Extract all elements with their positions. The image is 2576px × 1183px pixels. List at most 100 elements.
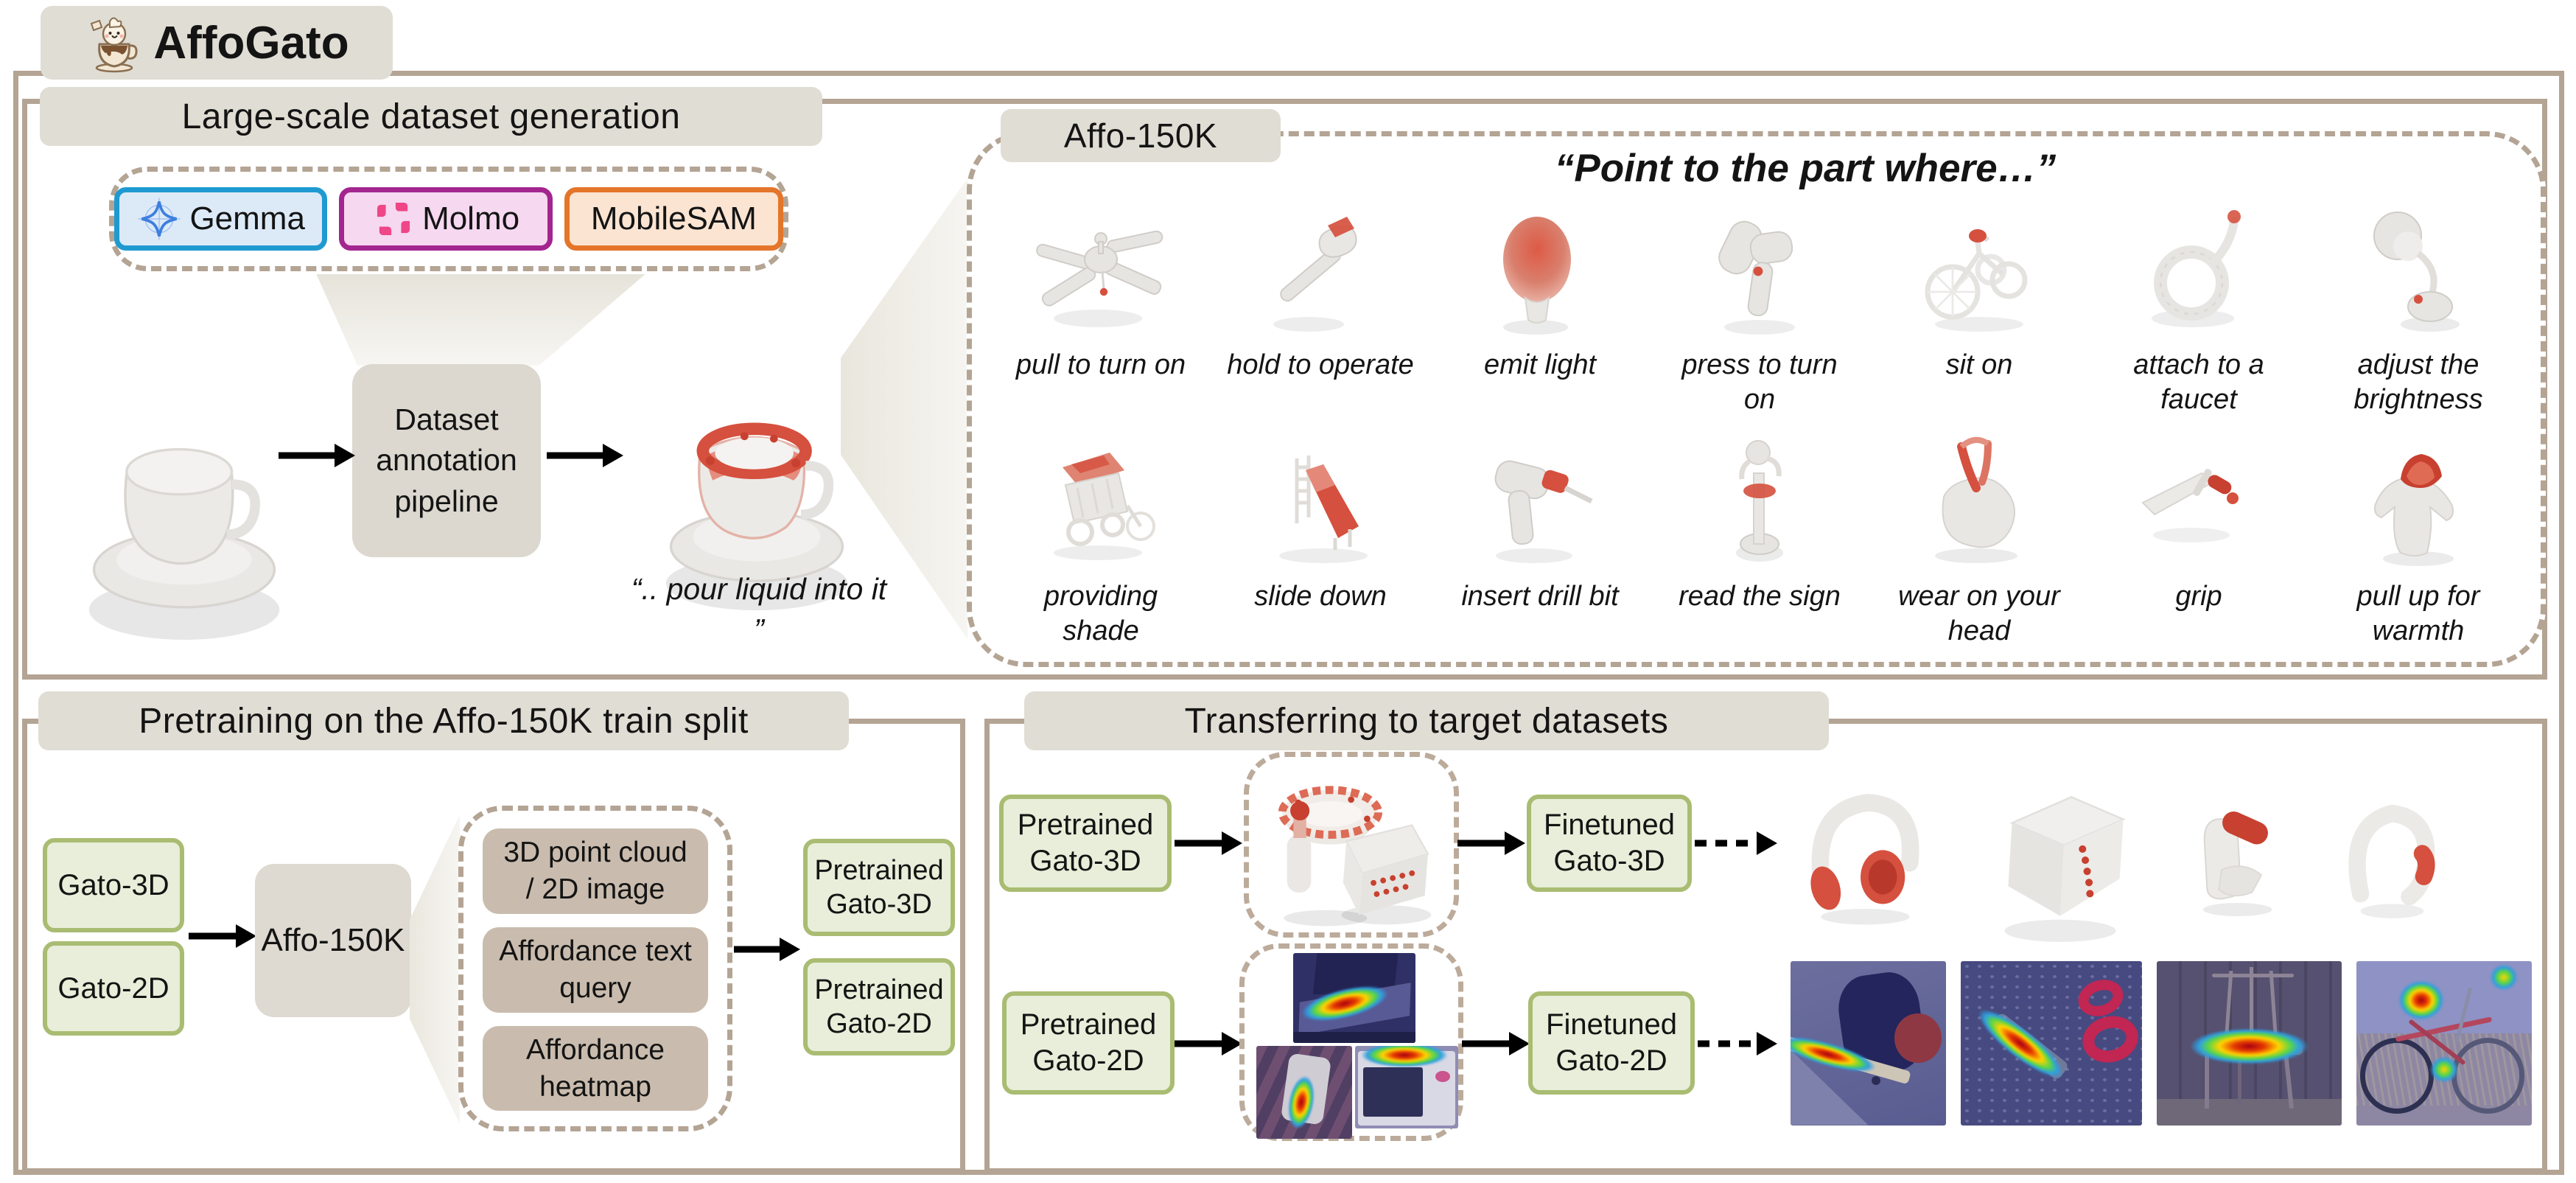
molmo-label: Molmo bbox=[422, 200, 520, 237]
target-3d-sample-box bbox=[1244, 752, 1459, 938]
finetuned-gato3d-box: Finetuned Gato-3D bbox=[1527, 795, 1692, 892]
annotation-pipeline-label: Dataset annotation pipeline bbox=[376, 402, 517, 518]
affordance-caption: sit on bbox=[1945, 349, 2013, 380]
affordance-item: wear on your head bbox=[1869, 429, 2089, 649]
microwave-heatmap-photo bbox=[1355, 1046, 1458, 1128]
gato2d-label: Gato-2D bbox=[57, 971, 169, 1005]
cup-pointcloud bbox=[88, 447, 280, 640]
affordance-item: providing shade bbox=[991, 429, 1211, 649]
arrow-right-icon bbox=[189, 923, 256, 949]
cup-heatmap-photo bbox=[1256, 1046, 1352, 1139]
gato3d-label: Gato-3D bbox=[57, 868, 169, 901]
pretrained-gato3d-box: Pretrained Gato-3D bbox=[803, 839, 955, 936]
target-2d-sample-box bbox=[1239, 943, 1463, 1141]
annotation-models-group: Gemma Molmo MobileSAM bbox=[109, 167, 788, 271]
arrow-right-icon bbox=[1175, 830, 1242, 856]
affordance-item: slide down bbox=[1211, 429, 1430, 649]
dashed-arrow-right-icon bbox=[1695, 830, 1777, 856]
affordance-caption: wear on your head bbox=[1898, 581, 2060, 647]
affordance-caption: attach to a faucet bbox=[2133, 349, 2264, 416]
finetuned-gato2d-box: Finetuned Gato-2D bbox=[1528, 991, 1695, 1095]
finetuned-gato3d-label: Finetuned Gato-3D bbox=[1544, 809, 1675, 877]
sample-field-label: 3D point cloud / 2D image bbox=[503, 837, 687, 905]
heatmap-blob bbox=[1970, 1000, 2071, 1087]
pretrained-gato2d-box: Pretrained Gato-2D bbox=[803, 958, 955, 1055]
affordance-item: hold to operate bbox=[1211, 198, 1430, 417]
sample-field-label: Affordance heatmap bbox=[526, 1033, 665, 1103]
hair-dryer-icon bbox=[1718, 220, 1795, 335]
affordance-item: grip bbox=[2089, 429, 2309, 649]
skateboard-heatmap-photo bbox=[1791, 960, 1946, 1126]
arrow-right-icon bbox=[1457, 830, 1525, 856]
bicycle-heatmap-photo bbox=[2356, 960, 2532, 1126]
mobilesam-label: MobileSAM bbox=[590, 200, 757, 237]
arrow-right-icon bbox=[1462, 1030, 1530, 1057]
laptop-heatmap-photo bbox=[1293, 953, 1415, 1043]
affordance-item: pull to turn on bbox=[991, 198, 1211, 417]
affordance-item: press to turn on bbox=[1650, 198, 1869, 417]
light-bulb-icon bbox=[1503, 217, 1571, 335]
helmet bbox=[1894, 1013, 1942, 1063]
transfer-header-label: Transferring to target datasets bbox=[1184, 701, 1669, 741]
transfer-header: Transferring to target datasets bbox=[1024, 691, 1829, 750]
ceiling-fan-icon bbox=[1036, 230, 1163, 327]
arrow-right-icon bbox=[547, 442, 623, 469]
pretraining-header: Pretraining on the Affo-150K train split bbox=[38, 691, 849, 750]
gato3d-box: Gato-3D bbox=[43, 838, 184, 932]
razor-tool-icon bbox=[1273, 217, 1357, 332]
sword-icon bbox=[2141, 469, 2239, 542]
scissors-handle bbox=[2073, 974, 2129, 1022]
chair-back-rail bbox=[2212, 974, 2294, 978]
heatmap-blob bbox=[2429, 1055, 2459, 1083]
arrow-right-icon bbox=[279, 442, 355, 469]
pretrained-gato3d-label: Pretrained Gato-3D bbox=[814, 854, 944, 920]
playground-slide-icon bbox=[1279, 456, 1368, 563]
affordance-caption: emit light bbox=[1483, 349, 1597, 380]
figure-title: AffoGato bbox=[153, 17, 349, 69]
gadget-pointcloud-icon bbox=[2202, 811, 2272, 916]
affo150k-dataset-label: Affo-150K bbox=[261, 922, 405, 958]
wheel bbox=[1871, 1075, 1880, 1085]
annotated-caption: “.. pour liquid into it ” bbox=[631, 572, 887, 647]
annotated-cup-pointcloud bbox=[665, 422, 848, 611]
transfer-pretrained-gato2d-box: Pretrained Gato-2D bbox=[1002, 991, 1175, 1095]
microwave-knob bbox=[1435, 1070, 1450, 1083]
annotation-pipeline-box: Dataset annotation pipeline bbox=[352, 364, 541, 557]
gemma-badge: Gemma bbox=[114, 187, 328, 251]
affo150k-header: Affo-150K bbox=[1001, 109, 1281, 162]
affordance-caption: providing shade bbox=[1043, 581, 1158, 647]
headphones-pointcloud-icon bbox=[1810, 794, 1919, 925]
pretraining-header-label: Pretraining on the Affo-150K train split bbox=[139, 701, 749, 741]
target-3d-scene bbox=[1278, 786, 1432, 926]
tricycle-icon bbox=[1925, 229, 2028, 332]
chair-back-post bbox=[2249, 967, 2253, 1043]
scissors-handle bbox=[2077, 1011, 2142, 1069]
affordance-examples-row1: pull to turn on hold to operate emit lig… bbox=[991, 198, 2528, 417]
heatmap-blob bbox=[1361, 1046, 1448, 1068]
affordance-caption: pull to turn on bbox=[1015, 349, 1186, 380]
gemma-label: Gemma bbox=[189, 200, 305, 237]
affordance-item: attach to a faucet bbox=[2089, 198, 2309, 417]
hose-icon bbox=[2152, 210, 2241, 327]
transfer-pretrained-gato3d-label: Pretrained Gato-3D bbox=[1017, 809, 1154, 877]
affordance-prompt: “Point to the part where…” bbox=[1554, 147, 2057, 190]
strap-bag-icon bbox=[1935, 436, 2017, 563]
affordance-item: insert drill bit bbox=[1430, 429, 1650, 649]
affordance-item: sit on bbox=[1869, 198, 2089, 417]
affo150k-panel bbox=[967, 131, 2546, 667]
desk-lamp-icon bbox=[2373, 212, 2460, 332]
finetuned-gato2d-label: Finetuned Gato-2D bbox=[1546, 1008, 1677, 1077]
chair-leg bbox=[2238, 1055, 2242, 1106]
bicycle-wheel bbox=[2359, 1038, 2434, 1114]
affordance-caption: pull up for warmth bbox=[2356, 581, 2480, 647]
hoodie-icon bbox=[2374, 454, 2454, 566]
cube-pointcloud-icon bbox=[2004, 795, 2126, 942]
affordance-caption: press to turn on bbox=[1681, 349, 1838, 416]
arrow-right-icon bbox=[734, 936, 800, 963]
affordance-caption: insert drill bit bbox=[1461, 581, 1619, 612]
heatmap-blob bbox=[2489, 963, 2518, 991]
affordance-caption: grip bbox=[2175, 581, 2222, 612]
chair-heatmap-photo bbox=[2157, 960, 2342, 1126]
affordance-caption: read the sign bbox=[1679, 581, 1841, 612]
